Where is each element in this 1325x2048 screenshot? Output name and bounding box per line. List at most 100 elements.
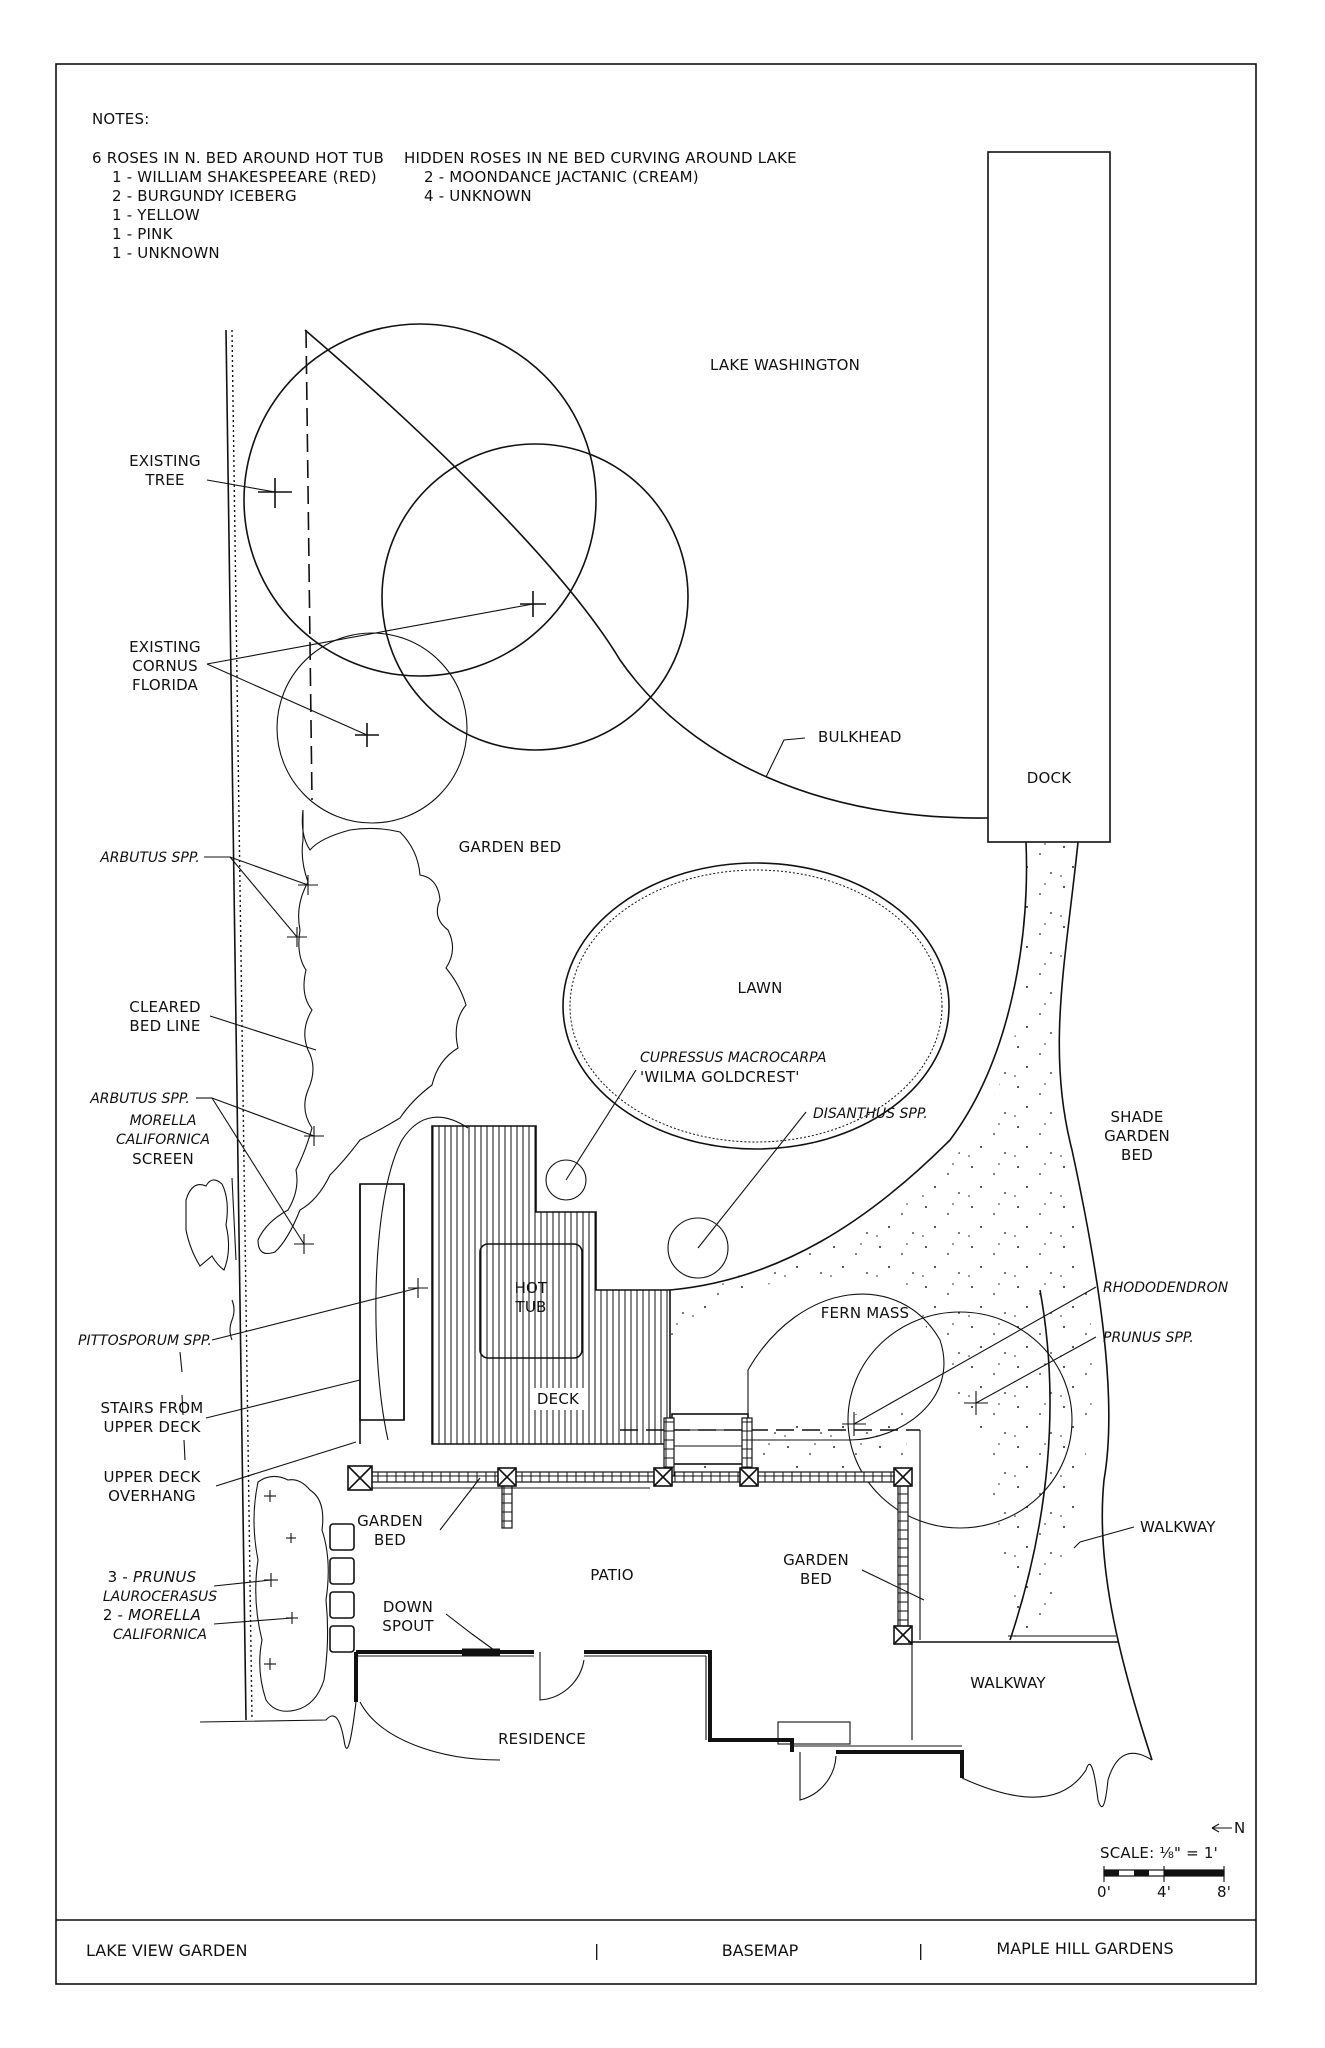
sheet-border xyxy=(55,63,1257,1985)
patio-wall-right xyxy=(897,1481,909,1643)
cleared-bed-label-1: CLEARED xyxy=(129,998,200,1016)
cornus-leader-b xyxy=(206,663,368,736)
walkway-right-leader xyxy=(1079,1526,1135,1543)
walkway-edge-left xyxy=(669,841,1028,1291)
notes-left-3: 2 - BURGUNDY ICEBERG xyxy=(112,187,297,205)
disanthus-leader xyxy=(697,1111,807,1249)
garden-bed-left-label-1: GARDEN xyxy=(357,1512,423,1530)
notes-right-1: HIDDEN ROSES IN NE BED CURVING AROUND LA… xyxy=(404,149,797,167)
cornus-canopy-small xyxy=(276,632,468,824)
cupressus-label-1: CUPRESSUS MACROCARPA xyxy=(640,1050,826,1066)
cupressus-leader xyxy=(565,1069,637,1181)
patio-posts xyxy=(347,1465,913,1645)
stairs-label-2: UPPER DECK xyxy=(103,1418,201,1436)
firm-name: MAPLE HILL GARDENS xyxy=(996,1939,1173,1958)
residence-label: RESIDENCE xyxy=(498,1730,586,1748)
residence-door-swing-2 xyxy=(799,1752,837,1801)
notes-left-2: 1 - WILLIAM SHAKESPEEARE (RED) xyxy=(112,168,377,186)
bulkhead-leader xyxy=(765,737,806,778)
hot-tub xyxy=(479,1243,583,1359)
stairs-leader xyxy=(205,1379,361,1419)
pittosporum-marker xyxy=(408,1278,428,1298)
downspout-leader xyxy=(445,1613,495,1651)
easement-line xyxy=(305,329,313,801)
patio-wall-left-stub xyxy=(501,1481,513,1529)
walkway-bottom-label: WALKWAY xyxy=(970,1674,1046,1692)
morella-2-leader xyxy=(213,1617,293,1625)
residence-wall xyxy=(354,1650,964,1778)
deck-label: DECK xyxy=(537,1390,580,1408)
existing-tree-label-1: EXISTING xyxy=(129,452,201,470)
arbutus-leader-2b xyxy=(211,1097,315,1137)
shade-bed-label-1: SHADE xyxy=(1110,1108,1163,1126)
laurocerasus-leader xyxy=(213,1579,272,1587)
lawn-label: LAWN xyxy=(738,979,783,997)
residence-step xyxy=(777,1721,851,1745)
garden-bed-label: GARDEN BED xyxy=(459,838,562,856)
laurocerasus-label-1: 3 - PRUNUS xyxy=(108,1568,197,1586)
property-fence xyxy=(225,329,247,1721)
scale-bar xyxy=(1103,1866,1225,1882)
pittosporum-label: PITTOSPORUM SPP. xyxy=(78,1333,212,1349)
notes-right-3: 4 - UNKNOWN xyxy=(424,187,532,205)
garden-bed-right-label-2: BED xyxy=(800,1570,832,1588)
shade-bed-label-2: GARDEN xyxy=(1104,1127,1170,1145)
lake-label: LAKE WASHINGTON xyxy=(710,356,860,374)
bulkhead-label: BULKHEAD xyxy=(818,728,902,746)
stairs xyxy=(359,1183,405,1421)
upper-deck-overhang-outline xyxy=(375,1116,469,1441)
cupressus-label-2: 'WILMA GOLDCREST' xyxy=(640,1068,800,1086)
fern-mass xyxy=(747,1293,945,1441)
bulkhead xyxy=(304,329,989,819)
stairs-label-1: STAIRS FROM xyxy=(101,1399,204,1417)
disanthus-label: DISANTHUS SPP. xyxy=(813,1106,928,1122)
arbutus-leader-2c xyxy=(211,1097,305,1245)
scale-tick-4: 4' xyxy=(1157,1883,1171,1901)
morella-2-label-1: 2 - MORELLA xyxy=(103,1606,201,1624)
notes-left-4: 1 - YELLOW xyxy=(112,206,200,224)
cupressus-canopy xyxy=(545,1159,587,1201)
morella-2-label-2: CALIFORNICA xyxy=(113,1627,207,1643)
hot-tub-label-2: TUB xyxy=(514,1298,546,1316)
deck xyxy=(431,1125,671,1445)
lawn xyxy=(562,862,950,1150)
cornus-leader-a xyxy=(206,603,534,665)
arbutus-label-1: ARBUTUS SPP. xyxy=(99,850,200,866)
left-planting-bed xyxy=(253,1475,329,1712)
laurocerasus-label-2: LAUROCERASUS xyxy=(103,1589,217,1605)
title-separator-1: | xyxy=(594,1941,599,1960)
arbutus-leader-1b xyxy=(229,856,309,886)
disanthus-canopy xyxy=(667,1217,729,1279)
lawn-edge xyxy=(569,869,943,1143)
existing-tree-leader xyxy=(206,479,276,493)
residence-side xyxy=(359,1701,501,1761)
notes-left-6: 1 - UNKNOWN xyxy=(112,244,220,262)
prunus-label: PRUNUS SPP. xyxy=(1103,1330,1194,1346)
notes-right-2: 2 - MOONDANCE JACTANIC (CREAM) xyxy=(424,168,699,186)
upper-deck-label-1: UPPER DECK xyxy=(103,1468,201,1486)
cornus-label-1: EXISTING xyxy=(129,638,201,656)
walkway-right-leader-2 xyxy=(1073,1541,1081,1549)
cleared-bed-label-2: BED LINE xyxy=(129,1017,200,1035)
hot-tub-label-1: HOT xyxy=(515,1279,548,1297)
cornus-label-3: FLORIDA xyxy=(132,676,199,694)
prunus-canopy xyxy=(847,1311,1073,1529)
cleared-bed-line xyxy=(257,809,467,1255)
notes-left-1: 6 ROSES IN N. BED AROUND HOT TUB xyxy=(92,149,384,167)
upper-deck-label-2: OVERHANG xyxy=(108,1487,196,1505)
upper-deck-leader xyxy=(215,1441,357,1487)
screen-label: SCREEN xyxy=(132,1150,194,1168)
walkway-edge-inner xyxy=(1009,1289,1051,1641)
patio-label: PATIO xyxy=(590,1566,634,1584)
morella-screen-label-1: MORELLA xyxy=(130,1113,197,1129)
project-title: LAKE VIEW GARDEN xyxy=(86,1941,247,1960)
garden-bed-right-label-1: GARDEN xyxy=(783,1551,849,1569)
deck-label-bg xyxy=(530,1388,586,1410)
stepping-stones xyxy=(329,1523,355,1653)
rhododendron-leader xyxy=(853,1286,1097,1425)
shade-garden-bed xyxy=(660,842,1093,1648)
north-arrow-icon xyxy=(1211,1823,1232,1833)
garden-bed-right-leader xyxy=(861,1569,925,1601)
shade-bed-label-3: BED xyxy=(1121,1146,1153,1164)
